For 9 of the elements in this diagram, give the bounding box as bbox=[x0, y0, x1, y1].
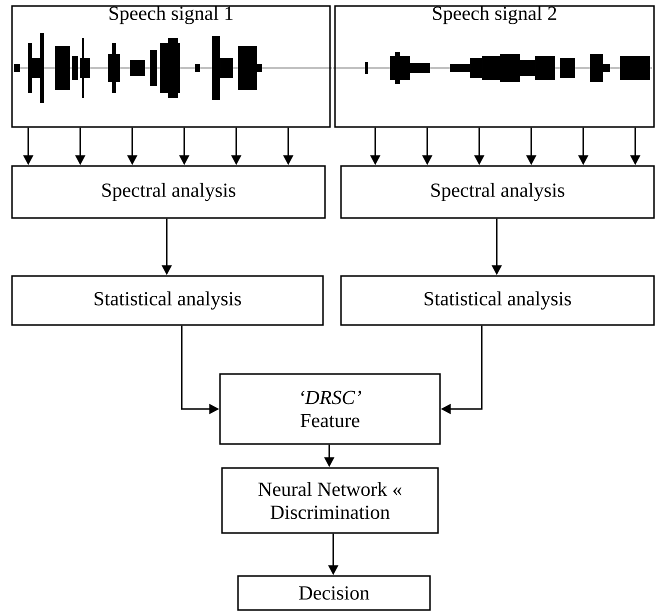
process-box: Spectral analysis bbox=[11, 165, 326, 219]
process-box: Neural Network « Discrimination bbox=[221, 467, 439, 534]
process-box: ‘DRSC’ Feature bbox=[219, 373, 441, 445]
process-box: Statistical analysis bbox=[340, 275, 655, 326]
signal-box: Speech signal 2 bbox=[334, 5, 655, 128]
process-box: Spectral analysis bbox=[340, 165, 655, 219]
process-box: Decision bbox=[237, 575, 431, 611]
process-box: Statistical analysis bbox=[11, 275, 324, 326]
signal-box: Speech signal 1 bbox=[11, 5, 331, 128]
